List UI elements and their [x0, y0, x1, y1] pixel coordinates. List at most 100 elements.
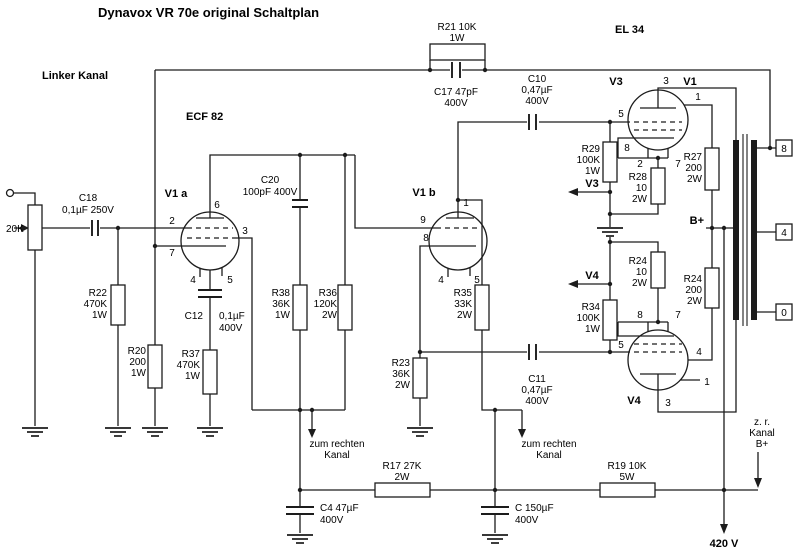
c11-value-label: 0,47µF	[521, 385, 552, 396]
r27-value-label: 200	[685, 163, 702, 174]
offpage2-line2: Kanal	[536, 450, 562, 461]
v1b-pin8-label: 8	[423, 233, 429, 244]
c11-voltage-label: 400V	[525, 396, 549, 407]
offpage-labels: zum rechten Kanal zum rechten Kanal z. r…	[309, 417, 774, 461]
c18-value-label: 0,1µF 250V	[62, 205, 114, 216]
r28-power-label: 2W	[632, 194, 648, 205]
tube-v1a: V1 a 6 2 3 7 4 5	[165, 188, 249, 286]
resistor-r24-screen: R24 200 2W	[684, 267, 720, 309]
ground-icon	[197, 427, 223, 437]
resistor-r24-cathode: R24 10 2W	[629, 251, 666, 289]
bplus-label: B+	[690, 215, 704, 227]
v1a-pin4-label: 4	[190, 275, 196, 286]
v3-pin2-label: 2	[637, 159, 643, 170]
v1a-pin7-label: 7	[169, 248, 175, 259]
c11-label: C11	[528, 374, 546, 385]
ground-icon	[407, 427, 433, 437]
resistor-r34: R34 100K 1W	[577, 299, 618, 341]
c10-label: C10	[528, 74, 547, 85]
ground-icon	[287, 534, 313, 544]
r35-label: R35	[454, 288, 473, 299]
tube-v1b: V1 b 1 9 8 4 5	[412, 187, 488, 286]
ground-icon	[597, 227, 623, 237]
r24b-power-label: 2W	[687, 296, 703, 307]
r24b-value-label: 200	[685, 285, 702, 296]
r21-label: R21 10K	[438, 22, 477, 33]
v3-name-label: V3	[609, 76, 622, 88]
r20-power-label: 1W	[131, 368, 147, 379]
resistor-r19: R19 10K 5W	[599, 461, 656, 498]
r24a-value-label: 10	[636, 267, 648, 278]
resistor-r38: R38 36K 1W	[272, 284, 308, 331]
headings: Dynavox VR 70e original Schaltplan Linke…	[42, 5, 645, 123]
v1a-pin5-label: 5	[227, 275, 233, 286]
c20-label: C20	[261, 175, 280, 186]
r24a-label: R24	[629, 256, 648, 267]
hv-arrow-icon	[720, 524, 728, 534]
input-terminal[interactable]	[5, 188, 15, 198]
capacitor-labels: C18 0,1µF 250V C17 47pF 400V C10 0,47µF …	[62, 74, 554, 526]
r37-label: R37	[182, 349, 201, 360]
offpage-arrow-icon	[518, 429, 526, 438]
c150-label: C 150µF	[515, 503, 554, 514]
v1b-pin9-label: 9	[420, 215, 426, 226]
resistor-r17: R17 27K 2W	[374, 461, 431, 498]
capacitor-plates	[91, 62, 537, 515]
ground-icon	[105, 427, 131, 437]
v1b-pin4-label: 4	[438, 275, 444, 286]
r24b-label: R24	[684, 274, 703, 285]
output-transformer	[733, 134, 757, 326]
page-title: Dynavox VR 70e original Schaltplan	[98, 5, 319, 20]
r37-power-label: 1W	[185, 371, 201, 382]
r20-label: R20	[128, 346, 147, 357]
v1a-name-label: V1 a	[165, 188, 189, 200]
v3-pin1-label: 1	[695, 92, 701, 103]
c17-label: C17 47pF	[434, 87, 478, 98]
resistor-r20: R20 200 1W	[128, 344, 163, 389]
resistor-r35: R35 33K 2W	[454, 284, 490, 331]
v3-pin8-label: 8	[624, 143, 630, 154]
r19-power-label: 5W	[620, 472, 636, 483]
c12-label: C12	[185, 311, 204, 322]
v4-pin8-label: 8	[637, 310, 643, 321]
v3-pin5-label: 5	[618, 109, 624, 120]
r17-power-label: 2W	[395, 472, 411, 483]
r23-value-label: 36K	[392, 369, 410, 380]
v4-net-label: V4	[585, 270, 599, 282]
v1a-pin2-label: 2	[169, 216, 175, 227]
terminal-4-label: 4	[781, 228, 787, 239]
resistor-r21: R21 10K 1W	[429, 22, 486, 61]
r28-label: R28	[629, 172, 648, 183]
zr-line3: B+	[756, 439, 769, 450]
v1b-pin1-label: 1	[463, 198, 469, 209]
terminal-0-label: 0	[781, 308, 787, 319]
terminal-4ohm[interactable]	[775, 223, 793, 241]
pot-wiper-arrow-icon	[21, 224, 29, 232]
r23-power-label: 2W	[395, 380, 411, 391]
v1b-name-label: V1 b	[412, 187, 436, 199]
circuit-wires	[13, 60, 776, 533]
zr-bplus-arrow-icon	[754, 478, 762, 488]
terminal-0ohm[interactable]	[775, 303, 793, 321]
offpage-arrow-icon	[308, 429, 316, 438]
net-labels: V3 V4 B+ 420 V	[585, 178, 739, 550]
v3-pin3-label: 3	[663, 76, 669, 87]
r34-power-label: 1W	[585, 324, 601, 335]
r38-label: R38	[272, 288, 291, 299]
v4-pin7-label: 7	[675, 310, 681, 321]
r22-label: R22	[89, 288, 108, 299]
r28-value-label: 10	[636, 183, 648, 194]
r21-power-label: 1W	[450, 33, 466, 44]
resistor-r36: R36 120K 2W	[314, 284, 353, 331]
ground-icon	[22, 427, 48, 437]
c4-voltage-label: 400V	[320, 515, 344, 526]
terminal-8ohm[interactable]	[775, 139, 793, 157]
r27-power-label: 2W	[687, 174, 703, 185]
r29-power-label: 1W	[585, 166, 601, 177]
c18-label: C18	[79, 193, 98, 204]
speaker-terminals: 8 4 0	[775, 139, 793, 321]
r34-value-label: 100K	[577, 313, 601, 324]
r38-power-label: 1W	[275, 310, 291, 321]
